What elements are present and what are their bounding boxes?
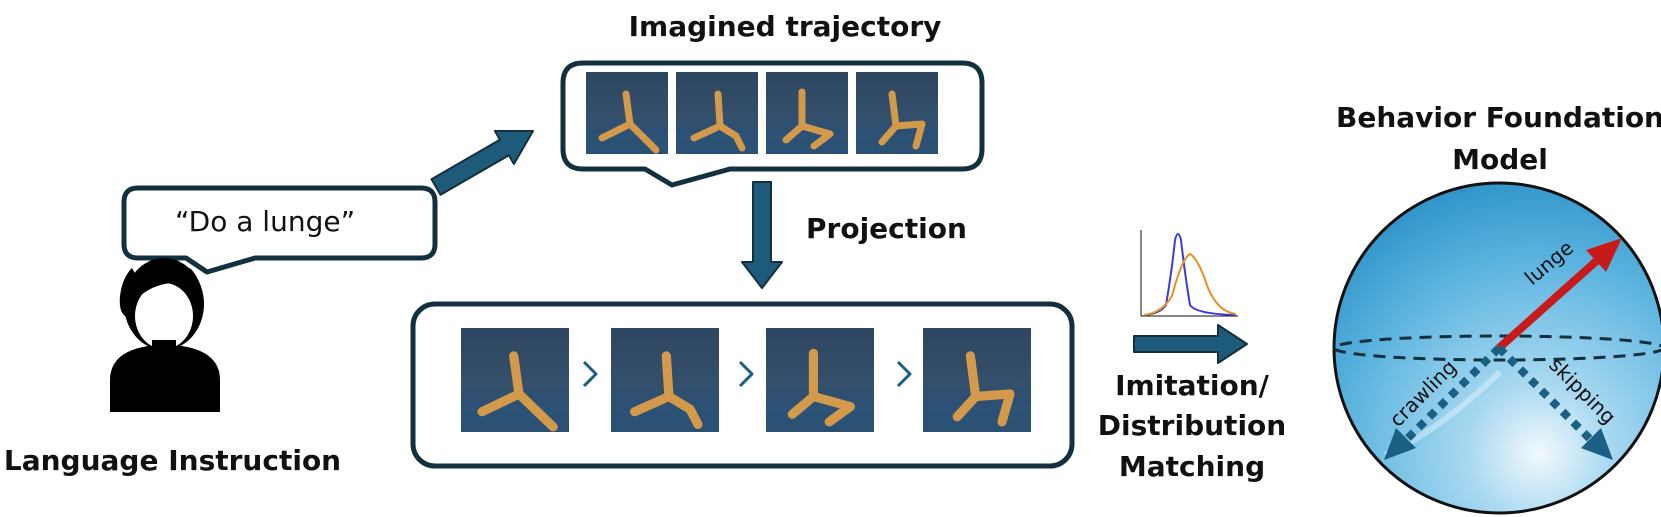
projected-frame-3 [766,328,874,432]
matching-label-line1: Imitation/ [1082,369,1302,402]
imagined-frame-1 [586,72,668,154]
projected-frame-1 [461,328,569,432]
arrow-to-imagined-trajectory [427,115,543,204]
matching-label-line3: Matching [1082,450,1302,483]
bfm-title-line2: Model [1315,143,1661,176]
bfm-title-line1: Behavior Foundation [1315,101,1661,134]
imagined-trajectory-title: Imagined trajectory [620,10,950,43]
imagined-frame-3 [766,72,848,154]
projection-label: Projection [806,212,967,245]
distribution-plot [1141,230,1238,316]
language-instruction-label: Language Instruction [0,444,345,477]
imagined-frame-2 [676,72,758,154]
person-icon [110,258,220,412]
instruction-quote: “Do a lunge” [175,205,355,238]
distribution-blue-curve [1144,234,1236,315]
imagined-frame-4 [856,72,938,154]
matching-label-line2: Distribution [1082,409,1302,442]
arrow-to-bfm [1134,325,1247,363]
projected-frame-4 [923,328,1031,432]
projection-arrow [742,182,782,288]
projected-frame-2 [611,328,719,432]
